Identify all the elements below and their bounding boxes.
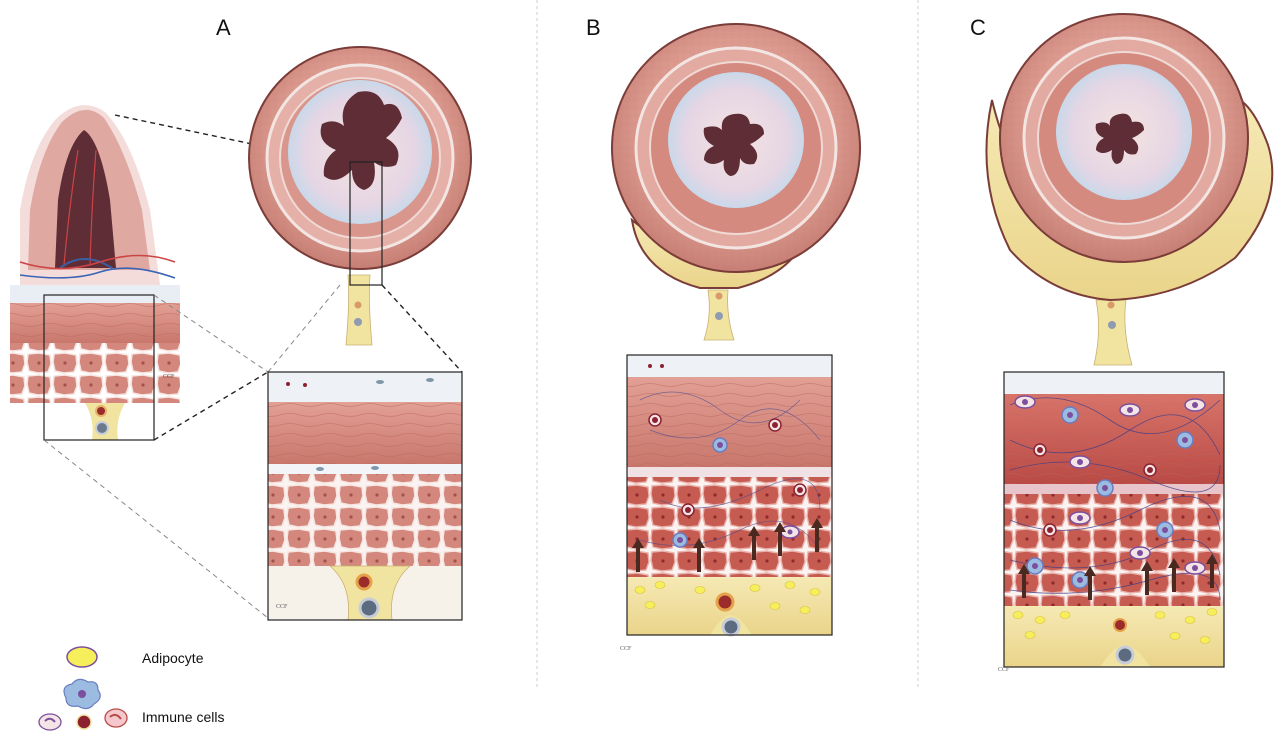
tissue-detail-b: CCF <box>620 355 832 652</box>
svg-text:CCF: CCF <box>998 667 1010 673</box>
legend-adipocyte-label: Adipocyte <box>142 650 203 666</box>
legend-adipocyte-symbol <box>67 647 97 667</box>
panel-label-b: B <box>586 15 601 41</box>
bowel-cross-section-a <box>249 47 471 345</box>
panel-c: CCF <box>986 14 1272 673</box>
legend-immune-cells-label: Immune cells <box>142 709 224 725</box>
bowel-cross-section-b <box>612 24 860 340</box>
bowel-cross-section-c <box>986 14 1272 365</box>
svg-text:CCF: CCF <box>163 374 175 380</box>
tissue-detail-c: CCF <box>998 372 1224 673</box>
panel-a: CCF <box>10 47 471 620</box>
panel-label-c: C <box>970 15 986 41</box>
panel-b: CCF <box>612 24 860 652</box>
svg-text:CCF: CCF <box>276 604 288 610</box>
panel-label-a: A <box>216 15 231 41</box>
svg-text:CCF: CCF <box>620 646 632 652</box>
tissue-detail-a: CCF <box>268 372 462 620</box>
legend-immune-cells-symbol <box>39 679 127 730</box>
